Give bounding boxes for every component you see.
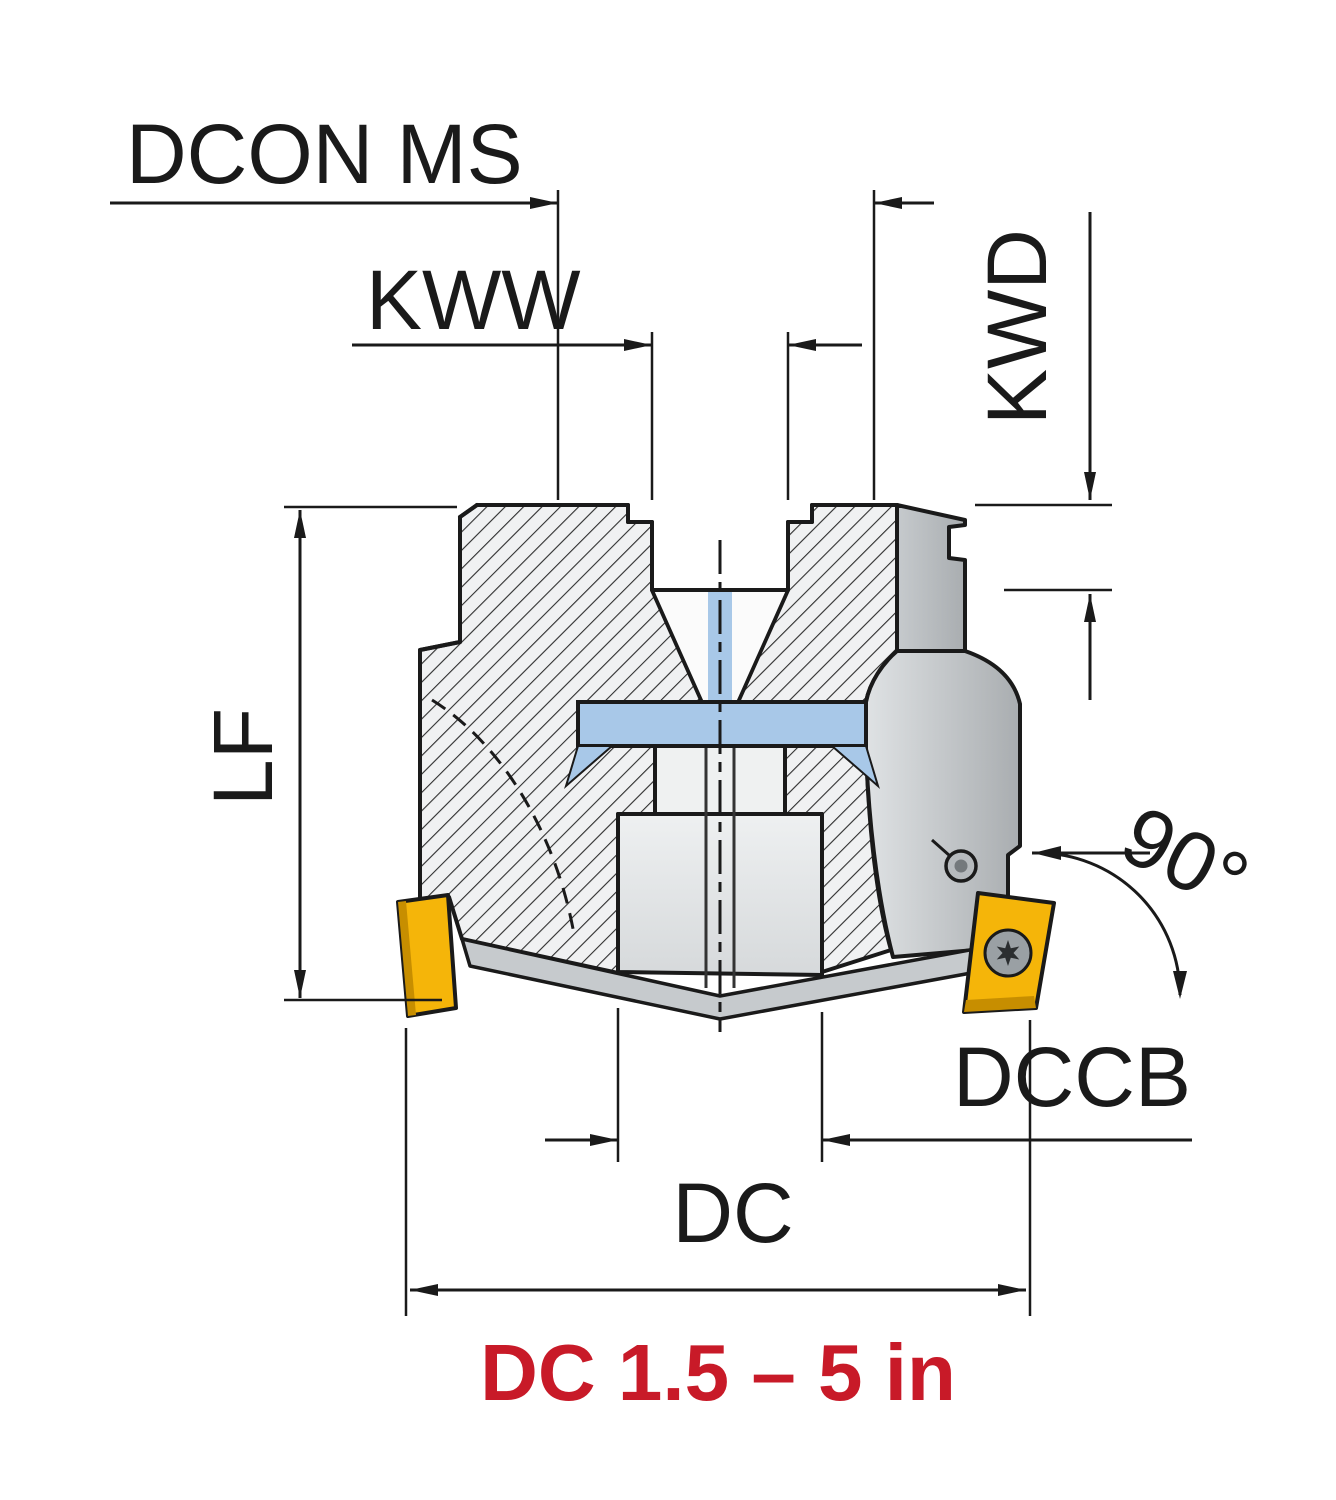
clamp-pin-center [954,859,968,873]
drive-ring-highlight [576,700,868,748]
lf-label: LF [196,708,290,806]
dcon-ms-label: DCON MS [126,107,523,201]
body-top-right-block [895,503,967,653]
insert-right-shadow [964,996,1036,1012]
angle-arrow-bottom [1173,971,1187,999]
dimensions: DCON MS KWW KWD LF 90° DCCB DC [110,107,1263,1417]
dc-range-label: DC 1.5 – 5 in [480,1328,956,1417]
drive-slot-right [829,745,880,790]
dc-label: DC [672,1166,793,1260]
angle-arc [1037,851,1182,996]
clamp-pin-stem [931,838,951,858]
top-left-chamfer [458,503,479,519]
cutter-body [396,503,1056,1032]
drive-slot-left [564,745,615,790]
torx-star-icon [996,940,1020,966]
kwd-label: KWD [970,229,1064,425]
angle-arrow-top [1033,846,1061,860]
dccb-label: DCCB [953,1030,1191,1124]
hidden-fillet-curve [431,698,576,935]
insert-left-shadow [398,901,416,1016]
kww-label: KWW [366,253,581,347]
angle-label: 90° [1107,787,1263,928]
